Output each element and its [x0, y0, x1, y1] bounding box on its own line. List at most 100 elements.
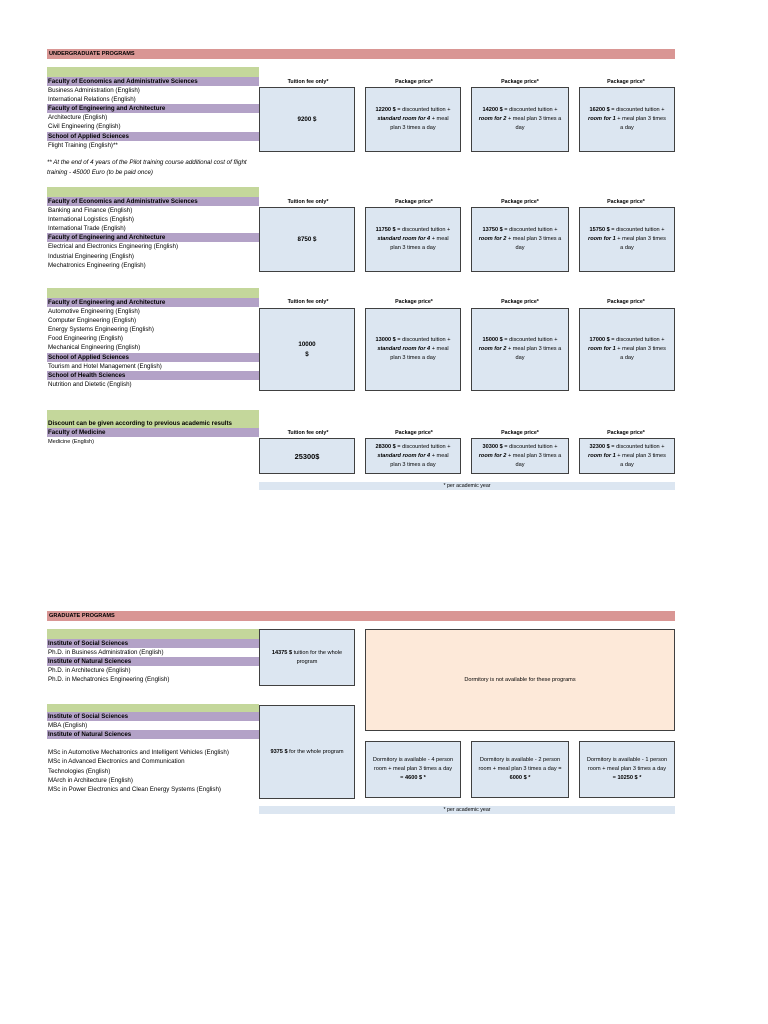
package-meal: + meal plan 3 times a day: [506, 346, 562, 361]
tuition-fee-amount: 9375 $: [270, 748, 288, 755]
tuition-fee-box: 8750 $: [259, 207, 355, 272]
footnote: * per academic year: [259, 806, 675, 814]
program-name: Architecture (English): [48, 114, 108, 122]
tuition-fee-desc: tuition for the whole program: [292, 649, 343, 665]
package-meal: + meal plan 3 times a day: [615, 236, 666, 251]
tuition-fee-amount: 14375 $: [271, 649, 293, 656]
package-price-amount: 14200 $: [482, 107, 503, 113]
package-desc: = discounted tuition +: [395, 107, 451, 113]
faculty-header: Faculty of Economics and Administrative …: [47, 77, 259, 87]
room-type: room for 1: [588, 116, 616, 122]
package-desc: = discounted tuition +: [395, 227, 451, 233]
col-header-package: Package price*: [607, 299, 645, 305]
program-name: MBA (English): [48, 722, 88, 730]
package-desc: = discounted tuition +: [609, 337, 665, 343]
col-header-package: Package price*: [395, 79, 433, 85]
room-type: standard room for 4: [377, 346, 431, 352]
faculty-header: Institute of Social Sciences: [47, 712, 259, 722]
package-desc: = discounted tuition +: [502, 107, 558, 113]
program-name: Civil Engineering (English): [48, 123, 121, 131]
package-price-amount: 11750 $: [375, 227, 396, 233]
faculty-header: Faculty of Engineering and Architecture: [47, 233, 259, 243]
room-type: room for 1: [588, 346, 616, 352]
discount-note: Discount can be given according to previ…: [47, 419, 259, 428]
room-type: room for 2: [478, 236, 507, 242]
package-price-amount: 28300 $: [375, 443, 396, 450]
program-name: International Relations (English): [48, 96, 136, 104]
tuition-fee-desc: for the whole program: [287, 748, 344, 755]
package-price-amount: 16200 $: [589, 107, 610, 113]
undergrad-title: UNDERGRADUATE PROGRAMS: [47, 49, 675, 59]
package-meal: + meal plan 3 times a day: [390, 346, 449, 361]
package-price-box: 30300 $ = discounted tuition + room for …: [471, 438, 569, 474]
dormitory-price: 10250 $ *: [617, 775, 642, 781]
col-header-package: Package price*: [501, 199, 539, 205]
faculty-header: Institute of Natural Sciences: [47, 730, 259, 740]
faculty-header: Faculty of Economics and Administrative …: [47, 197, 259, 207]
package-price-box: 28300 $ = discounted tuition + standard …: [365, 438, 461, 474]
program-name: Mechanical Engineering (English): [48, 344, 141, 352]
tuition-fee-currency: $: [305, 350, 309, 358]
dormitory-desc: Dormitory is available - 2 person room +…: [478, 757, 562, 772]
program-name: Industrial Engineering (English): [48, 252, 134, 260]
program-name: Mechatronics Engineering (English): [48, 261, 146, 269]
faculty-header: School of Applied Sciences: [47, 131, 259, 141]
program-name: Tourism and Hotel Management (English): [48, 362, 162, 370]
col-header-package: Package price*: [395, 199, 433, 205]
green-spacer: [47, 704, 259, 714]
dormitory-desc: Dormitory is available - 1 person room +…: [586, 757, 668, 781]
room-type: standard room for 4: [377, 116, 431, 122]
program-list: Faculty of Economics and Administrative …: [47, 197, 259, 270]
col-header-package: Package price*: [501, 79, 539, 85]
package-price-amount: 13750 $: [482, 227, 503, 233]
col-header-package: Package price*: [395, 430, 433, 436]
package-meal: + meal plan 3 times a day: [390, 236, 449, 251]
package-desc: = discounted tuition +: [395, 337, 451, 343]
program-name: Banking and Finance (English): [48, 207, 133, 215]
green-spacer: [47, 629, 259, 639]
program-name: MArch in Architecture (English): [48, 776, 133, 784]
package-price-box: 12200 $ = discounted tuition + standard …: [365, 87, 461, 152]
package-price-box: 15750 $ = discounted tuition + room for …: [579, 207, 675, 272]
package-desc: = discounted tuition +: [395, 443, 451, 450]
package-price-box: 15000 $ = discounted tuition + room for …: [471, 308, 569, 391]
faculty-header: School of Health Sciences: [47, 370, 259, 380]
package-price-box: 32300 $ = discounted tuition + room for …: [579, 438, 675, 474]
package-meal: + meal plan 3 times a day: [506, 452, 562, 468]
package-desc: = discounted tuition +: [502, 443, 558, 450]
package-meal: + meal plan 3 times a day: [390, 116, 449, 131]
col-header-package: Package price*: [607, 199, 645, 205]
tuition-fee-box: 9200 $: [259, 87, 355, 152]
program-name: Ph.D. in Business Administration (Englis…: [48, 649, 164, 657]
faculty-header: School of Applied Sciences: [47, 352, 259, 362]
package-price-amount: 12200 $: [375, 107, 396, 113]
package-meal: + meal plan 3 times a day: [615, 116, 666, 131]
package-meal: + meal plan 3 times a day: [506, 236, 562, 251]
program-name: Technologies (English): [48, 767, 111, 775]
program-name: MSc in Automotive Mechatronics and Intel…: [48, 749, 229, 757]
package-price-box: 16200 $ = discounted tuition + room for …: [579, 87, 675, 152]
package-price-box: 13750 $ = discounted tuition + room for …: [471, 207, 569, 272]
package-meal: + meal plan 3 times a day: [615, 452, 666, 468]
program-name: Medicine (English): [48, 439, 95, 445]
program-name: Ph.D. in Mechatronics Engineering (Engli…: [48, 676, 170, 684]
room-type: room for 2: [478, 452, 507, 459]
dormitory-unavailable-box: Dormitory is not available for these pro…: [365, 629, 675, 731]
program-name: Electrical and Electronics Engineering (…: [48, 243, 179, 251]
dormitory-price: 4600 $ *: [404, 775, 426, 781]
program-name: Flight Training (English)**: [48, 141, 118, 149]
faculty-header: Faculty of Engineering and Architecture: [47, 104, 259, 114]
room-type: standard room for 4: [377, 236, 431, 242]
package-desc: = discounted tuition +: [609, 443, 665, 450]
package-price-amount: 13000 $: [375, 337, 396, 343]
room-type: room for 2: [478, 116, 507, 122]
dormitory-option-box: Dormitory is available - 4 person room +…: [365, 741, 461, 798]
col-header-tuition: Tuition fee only*: [287, 79, 329, 85]
dormitory-option-box: Dormitory is available - 1 person room +…: [579, 741, 675, 798]
program-name: Automotive Engineering (English): [48, 308, 140, 316]
program-name: [47, 739, 259, 748]
tuition-fee-box: 14375 $ tuition for the whole program: [259, 629, 355, 686]
package-price-amount: 17000 $: [589, 337, 610, 343]
room-type: room for 1: [588, 236, 616, 242]
